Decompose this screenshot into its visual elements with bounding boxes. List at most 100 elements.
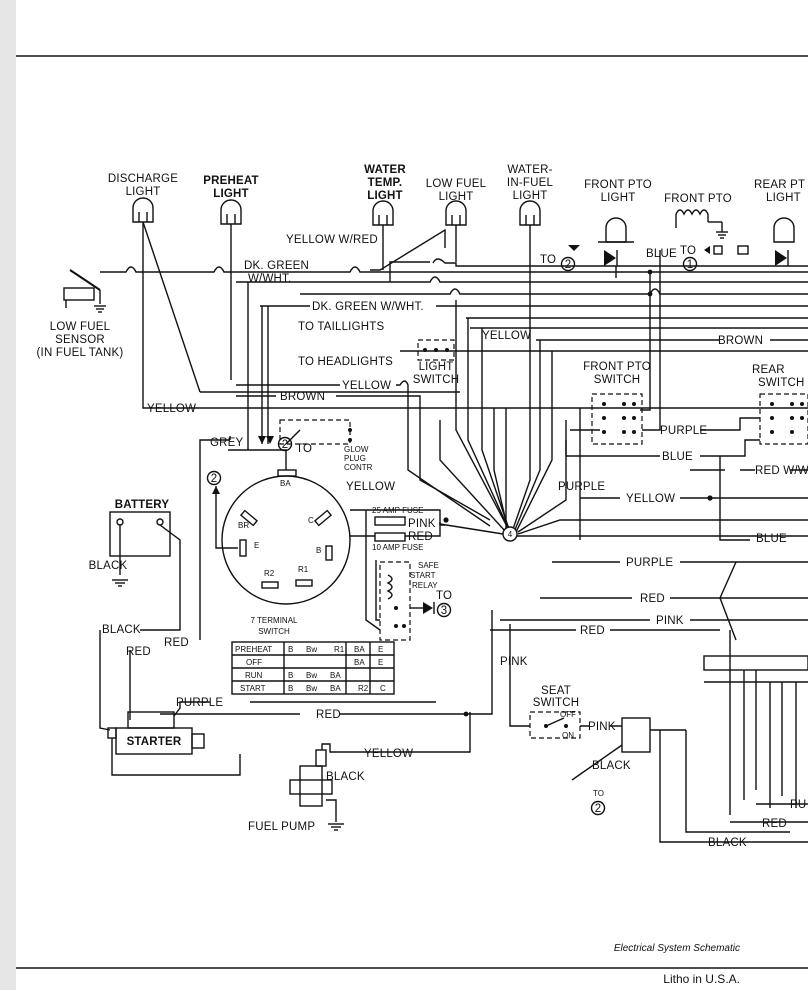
table-cell: C xyxy=(380,684,386,693)
terminal-label: BR xyxy=(238,521,249,530)
fuse-10-label: 10 AMP FUSE xyxy=(372,543,423,552)
wire-label: GREY xyxy=(210,437,244,449)
wire-label: BROWN xyxy=(280,391,325,403)
terminal-label: E xyxy=(254,541,259,550)
battery-icon xyxy=(109,486,238,631)
seven-terminal-switch-label: SWITCH xyxy=(258,627,290,636)
fuse-25-label: 25 AMP FUSE xyxy=(372,506,423,515)
lamp-icon xyxy=(372,200,394,226)
lamp-icon xyxy=(519,200,541,226)
light-switch-label: SWITCH xyxy=(413,374,460,386)
glow-plug-label: PLUG xyxy=(344,454,366,463)
front-pto-light-label: LIGHT xyxy=(601,192,636,204)
low-fuel-sensor-label: (IN FUEL TANK) xyxy=(37,347,124,359)
glow-plug-label: CONTR xyxy=(344,463,373,472)
wire-bundle xyxy=(439,300,808,542)
switch-position-table xyxy=(231,641,395,695)
discharge-light-label: LIGHT xyxy=(126,186,161,198)
front-pto-switch-label: SWITCH xyxy=(594,374,641,386)
seat-switch-label: SEAT xyxy=(541,685,571,697)
to-ref-label: TO xyxy=(436,590,452,602)
ref-number: 2 xyxy=(282,439,289,451)
wire-label: YELLOW xyxy=(626,493,675,505)
ref-3-icon xyxy=(436,602,452,618)
lamp-icon xyxy=(598,217,634,266)
table-cell: E xyxy=(378,658,383,667)
wire-label: PURPLE xyxy=(660,425,707,437)
fuel-pump-icon xyxy=(289,712,471,831)
connector-block xyxy=(659,630,808,843)
water-temp-light-label: WATER xyxy=(364,164,406,176)
seat-switch-symbol xyxy=(509,624,686,781)
footer-text: Litho in U.S.A. xyxy=(663,972,740,986)
water-in-fuel-light-label: WATER- xyxy=(507,164,552,176)
front-pto-label: FRONT PTO xyxy=(664,193,732,205)
ref-number: 4 xyxy=(508,530,513,539)
light-switch-label: LIGHT xyxy=(419,361,454,373)
wire-label: BLUE xyxy=(646,248,677,260)
table-position: RUN xyxy=(245,671,263,680)
to-ref-label: TO xyxy=(680,245,696,257)
wire-label: DK. GREEN W/WHT. xyxy=(312,301,424,313)
wire-label: W/WHT. xyxy=(248,273,291,285)
water-temp-light-label: LIGHT xyxy=(367,190,403,202)
wire-label: BLACK xyxy=(326,771,365,783)
ref-number: 1 xyxy=(687,259,694,271)
low-fuel-light-label: LIGHT xyxy=(439,191,474,203)
pto-wiring xyxy=(490,250,808,641)
wire-label: RED xyxy=(126,646,151,658)
table-cell: R1 xyxy=(334,645,345,654)
terminal-label: C xyxy=(308,516,314,525)
water-in-fuel-light-label: LIGHT xyxy=(513,190,548,202)
rear-pto-light-label: REAR PT xyxy=(754,179,805,191)
low-fuel-sensor-label: SENSOR xyxy=(55,334,105,346)
light-switch-symbol xyxy=(417,339,455,361)
wire-label: YELLOW xyxy=(147,403,196,415)
table-position: PREHEAT xyxy=(235,645,272,654)
ref-2-icon xyxy=(590,800,606,816)
rear-pto-switch-symbol xyxy=(759,393,808,445)
lamp-icon xyxy=(220,199,242,225)
wire-label: BLUE xyxy=(756,533,787,545)
wire-label: PURPLE xyxy=(626,557,673,569)
table-cell: BA xyxy=(354,658,365,667)
wire-label: BROWN xyxy=(718,335,763,347)
table-cell: Bw xyxy=(306,645,317,654)
to-ref-label: TO xyxy=(540,254,556,266)
to-headlights-label: TO HEADLIGHTS xyxy=(298,356,393,368)
safe-start-relay-label: RELAY xyxy=(412,581,438,590)
table-cell: B xyxy=(288,645,293,654)
battery-label: BATTERY xyxy=(115,499,170,511)
wire-label: YELLOW W/RED xyxy=(286,234,378,246)
seat-off-label: OFF xyxy=(560,710,576,719)
ref-2-icon xyxy=(560,256,576,272)
seat-on-label: ON xyxy=(562,731,574,740)
wire-label: PINK xyxy=(408,518,436,530)
wire-label: RED xyxy=(316,709,341,721)
binding-edge xyxy=(0,0,16,990)
table-position: OFF xyxy=(246,658,262,667)
wire-label: RED xyxy=(580,625,605,637)
ref-number: 2 xyxy=(565,259,572,271)
fuse-icon xyxy=(350,509,445,542)
safe-start-relay-symbol xyxy=(365,510,435,641)
starter-icon xyxy=(99,439,241,776)
glow-plug-controller-symbol xyxy=(279,419,352,445)
wire-label: PU xyxy=(790,799,806,811)
wire-label: RED xyxy=(762,818,787,830)
terminal-label: R2 xyxy=(264,569,275,578)
lamp-icon xyxy=(773,217,795,266)
terminal-label: B xyxy=(316,546,321,555)
front-pto-switch-label: FRONT PTO xyxy=(583,361,651,373)
rear-pto-switch-label: SWITCH xyxy=(758,377,805,389)
wire-label: RED xyxy=(640,593,665,605)
front-pto-light-label: FRONT PTO xyxy=(584,179,652,191)
rear-pto-light-label: LIGHT xyxy=(766,192,801,204)
preheat-light-label: PREHEAT xyxy=(203,175,259,187)
wire-label: BLACK xyxy=(592,760,631,772)
fuel-pump-label: FUEL PUMP xyxy=(248,821,315,833)
safe-start-relay-label: SAFE xyxy=(418,561,439,570)
wire-label: BLUE xyxy=(662,451,693,463)
junction-dots xyxy=(443,269,713,717)
